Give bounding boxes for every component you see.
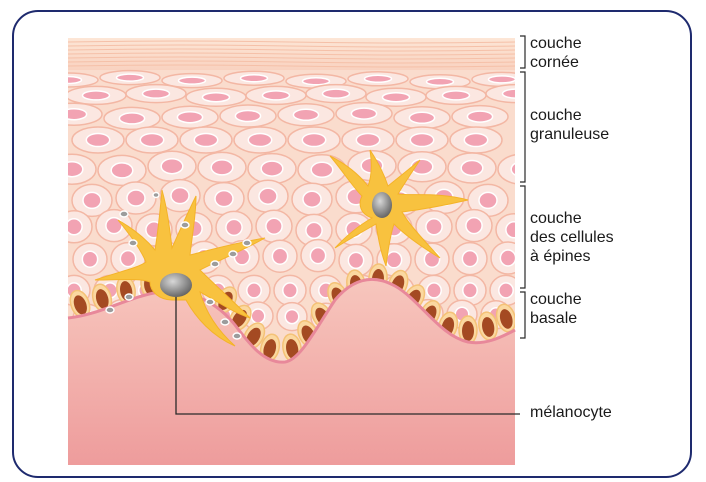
melanocyte-nucleus-small [372, 192, 392, 218]
epidermal-cell [263, 240, 297, 272]
epidermal-cell [72, 127, 124, 153]
epidermal-cell [104, 107, 160, 129]
label-stratum-granulosum: couche granuleuse [530, 106, 609, 144]
epidermal-cell [448, 153, 496, 183]
epidermal-cell [198, 152, 246, 182]
epidermal-cell [48, 154, 96, 184]
epidermal-cell [66, 86, 126, 104]
epidermal-cell [301, 240, 335, 272]
epidermal-cell [486, 85, 546, 103]
epidermal-cell [248, 180, 288, 212]
epidermal-cell [234, 127, 286, 153]
epidermal-cell [38, 73, 98, 87]
epidermal-cell [496, 214, 532, 246]
bracket-corneum [520, 36, 525, 68]
melanocyte-nucleus [160, 273, 192, 297]
epidermal-cell [98, 155, 146, 185]
epidermal-cell [452, 106, 508, 128]
epidermal-cell [220, 105, 276, 127]
epidermal-cell [394, 107, 450, 129]
epidermal-cell [472, 72, 532, 86]
epidermal-cell [426, 86, 486, 104]
epidermal-cell [216, 211, 252, 243]
epidermal-cell [256, 210, 292, 242]
label-stratum-corneum: couche cornée [530, 34, 582, 72]
epidermal-cell [342, 127, 394, 153]
epidermal-cell [491, 242, 525, 274]
epidermal-cell [46, 103, 102, 125]
epidermal-cell [204, 183, 244, 215]
epidermal-cell [100, 71, 160, 85]
epidermal-cell [415, 243, 449, 275]
epidermal-cell [453, 243, 487, 275]
layer-brackets [520, 36, 525, 338]
label-stratum-spinosum: couche des cellules à épines [530, 209, 614, 266]
epidermal-cell [336, 103, 392, 125]
epidermal-cell [126, 85, 186, 103]
epidermal-cell [306, 85, 366, 103]
epidermal-cell [238, 275, 270, 305]
bracket-spinous [520, 186, 525, 288]
epidermal-cell [180, 127, 232, 153]
epidermal-cell [56, 211, 92, 243]
epidermal-cell [224, 71, 284, 85]
epidermal-cell [248, 154, 296, 184]
epidermal-cell [186, 88, 246, 106]
epidermal-cell [498, 154, 546, 184]
label-melanocyte: mélanocyte [530, 403, 612, 422]
epidermal-cell [456, 210, 492, 242]
epidermal-cell [162, 106, 218, 128]
epidermal-cell [116, 182, 156, 214]
epidermal-cell [274, 275, 306, 305]
bracket-basal [520, 292, 525, 338]
epidermal-cell [450, 127, 502, 153]
epidermal-cell [73, 243, 107, 275]
epidermal-cell [246, 86, 306, 104]
epidermal-cell [288, 127, 340, 153]
epidermal-cell [148, 151, 196, 181]
epidermal-cell [298, 155, 346, 185]
epidermal-cell [278, 104, 334, 126]
epidermal-cell [292, 183, 332, 215]
label-stratum-basale: couche basale [530, 290, 582, 328]
epidermal-cell [396, 127, 448, 153]
bracket-granular [520, 72, 525, 182]
epidermal-cell [126, 127, 178, 153]
epidermal-cell [348, 72, 408, 86]
